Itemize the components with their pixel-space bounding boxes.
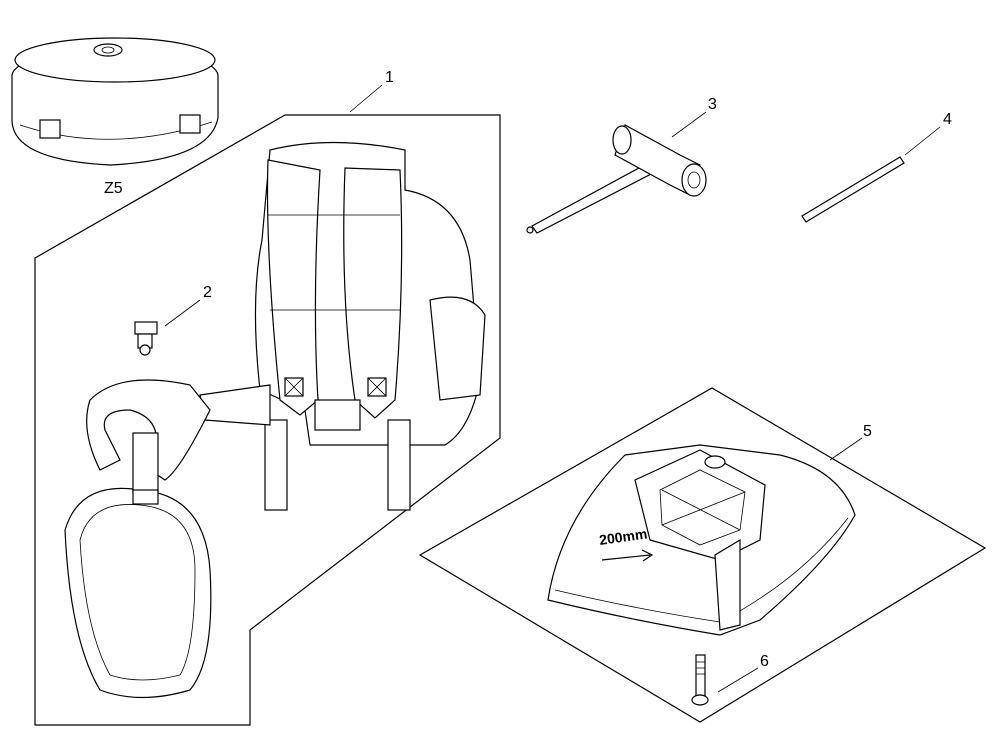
blade-guard-drawing: 200mm — [547, 444, 856, 636]
wrench-drawing — [526, 124, 707, 234]
guard-marking: 200mm — [598, 525, 648, 548]
guard-panel — [418, 387, 987, 723]
callout-6: 6 — [760, 653, 769, 670]
rotation-arrow-icon — [601, 549, 654, 562]
cap-z5 — [11, 37, 219, 166]
z5-label: Z5 — [104, 180, 123, 197]
harness-drawing — [199, 141, 486, 511]
callout-3: 3 — [708, 96, 717, 113]
bolt-drawing — [691, 654, 709, 706]
callout-5: 5 — [863, 423, 872, 440]
leader-lines — [164, 84, 941, 693]
callout-4: 4 — [943, 111, 952, 128]
harness-panel — [34, 114, 501, 726]
shoulder-strap-drawing — [64, 379, 212, 699]
hanger-clip-drawing — [134, 321, 158, 356]
callout-1: 1 — [385, 69, 394, 86]
rod-drawing — [801, 156, 905, 223]
callout-2: 2 — [203, 284, 212, 301]
